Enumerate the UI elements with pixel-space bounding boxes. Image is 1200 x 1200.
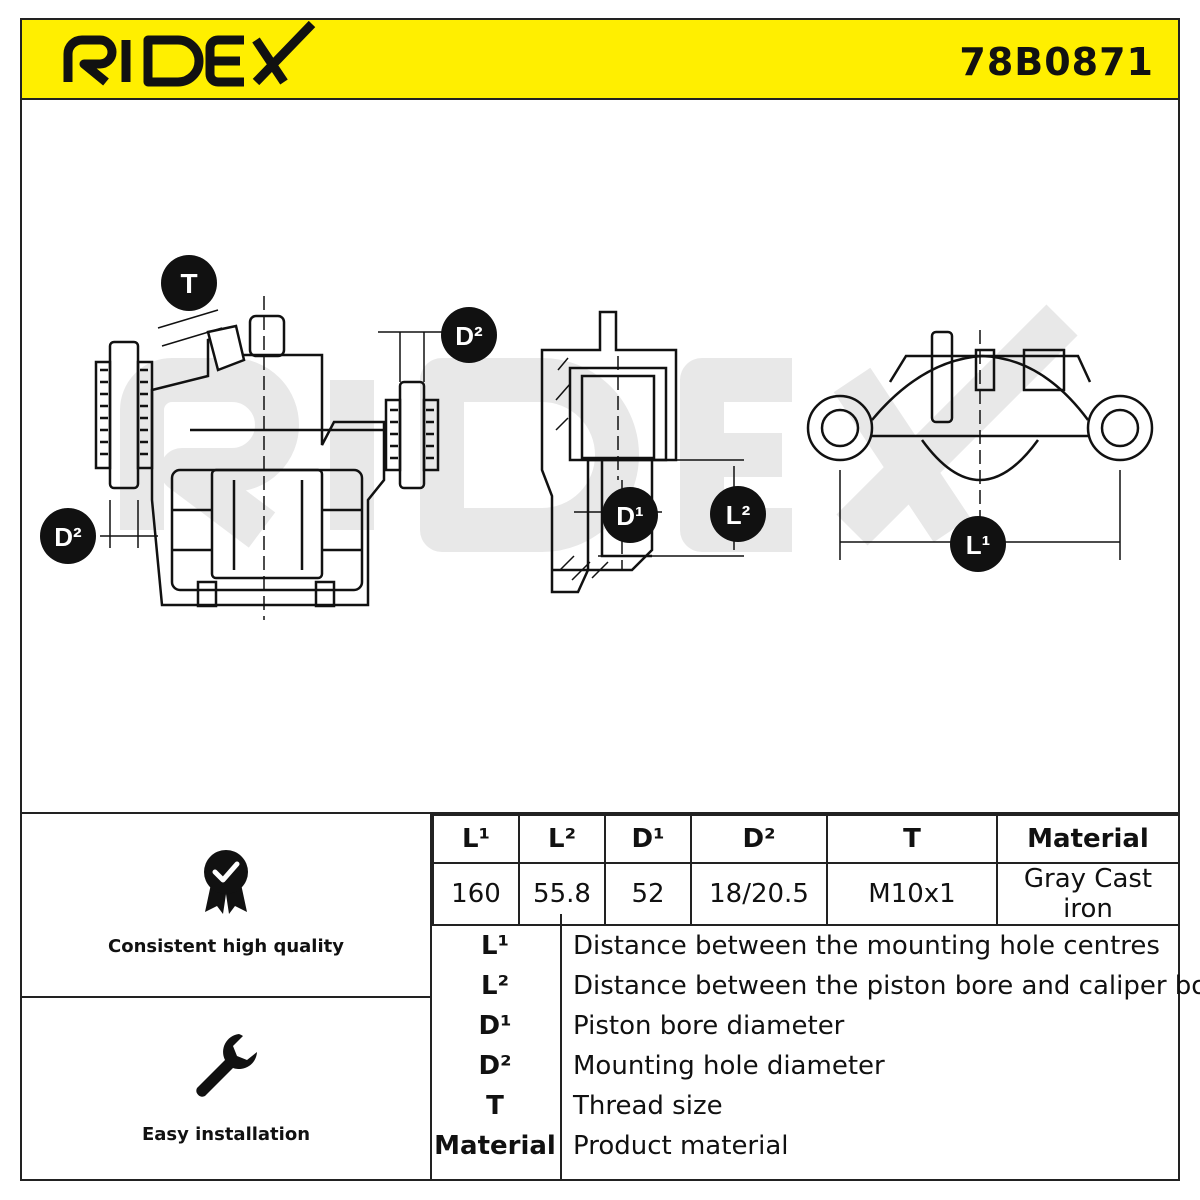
spec-value-material: Gray Cast iron (996, 862, 1180, 926)
feature-installation: Easy installation (22, 1030, 430, 1145)
spec-header-material: Material (996, 814, 1180, 864)
legend-row: L¹ Distance between the mounting hole ce… (432, 926, 1178, 966)
spec-header-d1: D¹ (604, 814, 692, 864)
legend-row: L² Distance between the piston bore and … (432, 966, 1200, 1006)
svg-text:L²: L² (726, 500, 751, 530)
quality-badge-icon (204, 850, 248, 914)
svg-text:T: T (180, 268, 197, 299)
feature-quality: Consistent high quality (22, 846, 430, 957)
caliper-diagram: T D² D² D¹ L² L¹ (40, 255, 1154, 620)
spec-value-t: M10x1 (826, 862, 998, 926)
spec-value-d1: 52 (604, 862, 692, 926)
legend-key: L¹ (481, 931, 509, 961)
legend-key: Material (434, 1131, 556, 1161)
legend-row: T Thread size (432, 1086, 1178, 1126)
spec-value-l1: 160 (432, 862, 520, 926)
svg-text:D¹: D¹ (616, 501, 643, 531)
feature-installation-label: Easy installation (141, 1124, 311, 1145)
header-bar: 78B0871 (20, 18, 1180, 100)
legend-divider (560, 914, 562, 1180)
svg-text:D²: D² (455, 321, 483, 351)
legend-desc: Distance between the mounting hole centr… (573, 931, 1160, 961)
legend-desc: Product material (573, 1131, 789, 1161)
specs-header-row: L¹ L² D¹ D² T Material (432, 814, 1180, 864)
spec-header-t: T (826, 814, 998, 864)
legend-row: D¹ Piston bore diameter (432, 1006, 1178, 1046)
legend-desc: Mounting hole diameter (573, 1051, 885, 1081)
label-l1: L¹ (950, 516, 1006, 572)
legend-desc: Piston bore diameter (573, 1011, 845, 1041)
divider-features (20, 996, 432, 998)
label-d2-left: D² (40, 508, 96, 564)
divider-top (20, 812, 1180, 814)
legend-key: D² (478, 1051, 512, 1081)
specs-table: L¹ L² D¹ D² T Material 160 55.8 52 18/20… (432, 814, 1180, 926)
spec-header-d2: D² (690, 814, 828, 864)
legend-row: D² Mounting hole diameter (432, 1046, 1178, 1086)
svg-text:D²: D² (54, 522, 82, 552)
side-view (806, 330, 1154, 560)
spec-header-l1: L¹ (432, 814, 520, 864)
legend-key: L² (481, 971, 509, 1001)
label-d1: D¹ (602, 487, 658, 543)
legend-desc: Distance between the piston bore and cal… (573, 971, 1200, 1001)
svg-text:L¹: L¹ (966, 530, 991, 560)
legend-key: T (486, 1091, 504, 1121)
spec-value-d2: 18/20.5 (690, 862, 828, 926)
front-view (94, 296, 442, 620)
legend-desc: Thread size (573, 1091, 723, 1121)
legend-row: Material Product material (432, 1126, 1178, 1166)
label-d2-top: D² (441, 307, 497, 363)
part-number: 78B0871 (959, 40, 1154, 84)
label-t: T (161, 255, 217, 311)
feature-quality-label: Consistent high quality (108, 936, 344, 957)
ridex-logo (63, 20, 316, 87)
wrench-icon (196, 1034, 257, 1097)
label-l2: L² (710, 486, 766, 542)
spec-value-l2: 55.8 (518, 862, 606, 926)
specs-value-row: 160 55.8 52 18/20.5 M10x1 Gray Cast iron (432, 862, 1180, 926)
section-view (540, 310, 744, 594)
legend-key: D¹ (478, 1011, 512, 1041)
spec-header-l2: L² (518, 814, 606, 864)
